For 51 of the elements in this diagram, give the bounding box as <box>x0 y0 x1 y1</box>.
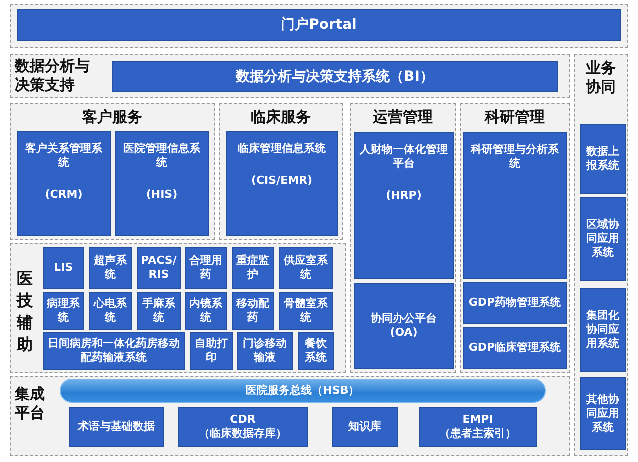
system-box: 其他协同应用系统 <box>580 377 626 450</box>
system-box: 科研管理与分析系统 <box>463 132 567 279</box>
section-panel <box>10 103 215 240</box>
system-box: 临床管理信息系统 (CIS/EMR) <box>226 131 338 236</box>
system-box: PACS/RIS <box>137 247 181 289</box>
system-box: 手麻系统 <box>137 292 181 330</box>
system-box: 餐饮系统 <box>298 332 334 370</box>
system-box: 术语与基础数据 <box>69 407 164 447</box>
section-heading: 数据分析与决策支持 <box>15 57 91 95</box>
system-box: 区域协同应用系统 <box>580 197 626 281</box>
section-panel <box>219 103 343 240</box>
system-box: GDP药物管理系统 <box>463 282 567 324</box>
section-panel <box>574 54 628 456</box>
system-box: 集团化协同应用系统 <box>580 288 626 372</box>
section-heading: 集成平台 <box>15 385 46 423</box>
system-box: 供应室系统 <box>279 247 333 289</box>
system-box: 数据上报系统 <box>580 124 626 194</box>
system-box: 门户Portal <box>17 9 621 41</box>
system-box: 自助打印 <box>190 332 233 370</box>
service-bus-bar: 医院服务总线（HSB） <box>60 379 546 403</box>
system-box: 客户关系管理系统 (CRM) <box>17 131 111 236</box>
section-heading: 业务协同 <box>585 59 617 97</box>
system-box: EMPI （患者主索引） <box>419 407 537 447</box>
section-heading: 运营管理 <box>372 108 434 127</box>
system-box: 重症监护 <box>232 247 274 289</box>
system-box: GDP临床管理系统 <box>463 327 567 369</box>
system-box: 协同办公平台 (OA) <box>354 283 454 369</box>
system-box: 超声系统 <box>89 247 132 289</box>
system-box: 日间病房和一体化药房移动配药输液系统 <box>43 332 185 370</box>
system-box: 门诊移动输液 <box>237 332 293 370</box>
section-heading: 医技辅助 <box>16 268 34 356</box>
system-box: 数据分析与决策支持系统（BI） <box>112 61 558 92</box>
section-heading: 科研管理 <box>484 108 546 127</box>
system-box: 人财物一体化管理平台 (HRP) <box>354 132 454 279</box>
section-panel <box>10 243 346 373</box>
system-box: 合理用药 <box>185 247 227 289</box>
system-box: CDR （临床数据存库） <box>178 407 308 447</box>
section-heading: 客户服务 <box>82 108 144 127</box>
section-panel <box>10 54 570 98</box>
system-box: LIS <box>43 247 84 289</box>
system-box: 心电系统 <box>89 292 132 330</box>
section-heading: 临床服务 <box>250 108 312 127</box>
system-box: 骨髓室系统 <box>279 292 333 330</box>
section-panel <box>10 376 570 456</box>
section-panel <box>460 103 570 373</box>
system-box: 医院管理信息系统 (HIS) <box>115 131 209 236</box>
system-box: 知识库 <box>332 407 398 447</box>
system-box: 内镜系统 <box>185 292 227 330</box>
section-panel <box>350 103 456 373</box>
system-box: 移动配药 <box>232 292 274 330</box>
system-box: 病理系统 <box>43 292 84 330</box>
